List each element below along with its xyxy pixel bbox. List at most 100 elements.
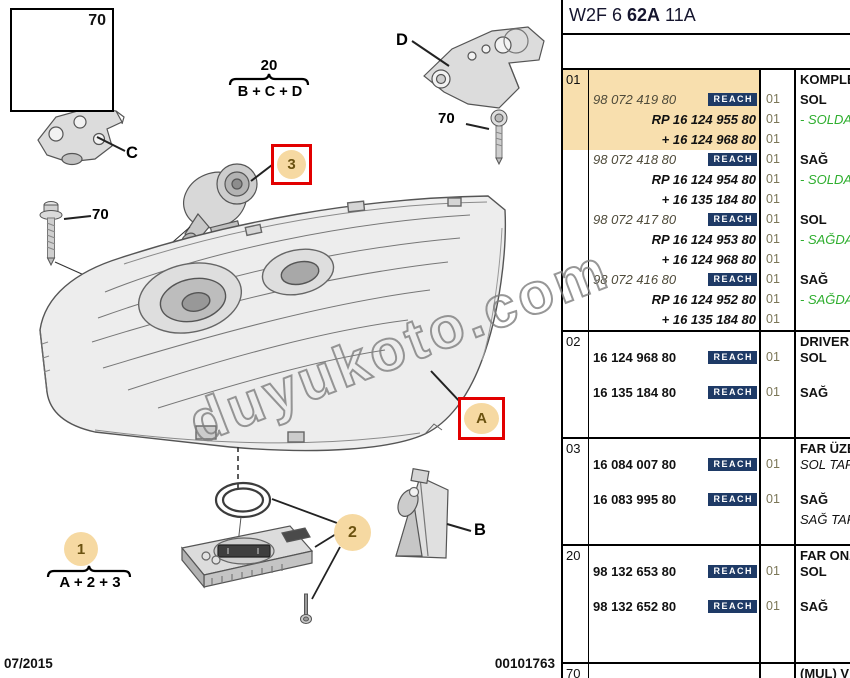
leader-line-a [430, 370, 463, 405]
bracket-c-drawing [37, 106, 125, 166]
part-number-cell: 16 084 007 80 REACH [589, 455, 761, 475]
ecu-screw-drawing [300, 593, 312, 624]
part-number-cell [589, 439, 761, 455]
part-number-cell: 98 072 417 80 REACH [589, 210, 761, 230]
screw-70-left-drawing [39, 201, 63, 267]
quantity-cell [761, 617, 796, 662]
quantity-cell: 01 [761, 90, 796, 110]
marker-3-box[interactable]: 3 [271, 144, 312, 185]
table-line: SAĞ TARA [563, 510, 850, 528]
assembly-20-number: 20 [260, 57, 278, 74]
screw-70-d-drawing [490, 109, 508, 166]
part-number: 98 072 417 80 [593, 212, 677, 227]
description-cell [796, 617, 850, 662]
description-cell: SAĞ [796, 270, 850, 290]
part-number-cell [589, 332, 761, 348]
table-line: + 16 135 184 80 01 [563, 190, 850, 210]
description-cell [796, 403, 850, 437]
row-number-cell [563, 210, 589, 230]
reach-badge[interactable]: REACH [708, 350, 757, 364]
assembly-1-formula: A + 2 + 3 [59, 574, 121, 591]
row-number-cell: 20 [563, 546, 589, 562]
description-text: (MUL) VİDA [800, 666, 850, 678]
part-number-cell [589, 510, 761, 528]
part-number-cell [589, 546, 761, 562]
description-text: SAĞ [800, 492, 829, 507]
description-cell: FAR ONAR [796, 546, 850, 562]
description-text: SOL [800, 212, 827, 227]
quantity-cell: 01 [761, 190, 796, 210]
reach-badge[interactable]: REACH [708, 564, 757, 578]
leader-line-b [446, 523, 472, 532]
quantity-cell: 01 [761, 270, 796, 290]
footer-doc-number: 00101763 [494, 656, 555, 671]
quantity-cell: 01 [761, 130, 796, 150]
screw-70-left-label: 70 [92, 206, 109, 223]
description-cell: SOL [796, 210, 850, 230]
ecu-module-drawing [180, 525, 314, 589]
description-cell: SAĞ TARA [796, 510, 850, 528]
reach-badge[interactable]: REACH [708, 92, 757, 106]
part-number-cell: RP 16 124 952 80 [589, 290, 761, 310]
description-text: - SOLDAN [800, 172, 850, 187]
marker-3-label: 3 [277, 150, 306, 179]
reach-badge[interactable]: REACH [708, 385, 757, 399]
screw-70-box: 70 [10, 8, 114, 112]
description-text: FAR ÜZER [800, 441, 850, 455]
reach-badge[interactable]: REACH [708, 599, 757, 613]
quantity-cell: 01 [761, 230, 796, 250]
quantity-cell: 01 [761, 455, 796, 475]
quantity-cell [761, 70, 796, 90]
description-cell [796, 310, 850, 330]
leader-line-c [96, 136, 126, 152]
part-number-cell: RP 16 124 955 80 [589, 110, 761, 130]
reach-badge[interactable]: REACH [708, 212, 757, 226]
quantity-cell [761, 528, 796, 544]
description-cell [796, 130, 850, 150]
table-line: 01KOMPLE F [563, 70, 850, 90]
quantity-cell [761, 510, 796, 528]
marker-1-circle[interactable]: 1 [64, 532, 98, 566]
table-line [563, 475, 850, 490]
quantity-cell: 01 [761, 250, 796, 270]
description-cell: SOL [796, 562, 850, 582]
marker-a-box[interactable]: A [458, 397, 505, 440]
row-number-cell [563, 455, 589, 475]
reach-badge[interactable]: REACH [708, 152, 757, 166]
reach-badge[interactable]: REACH [708, 492, 757, 506]
row-number-cell [563, 150, 589, 170]
reach-badge[interactable]: REACH [708, 457, 757, 471]
description-cell: SAĞ [796, 597, 850, 617]
part-number-cell: RP 16 124 954 80 [589, 170, 761, 190]
reach-badge[interactable]: REACH [708, 272, 757, 286]
quantity-cell [761, 439, 796, 455]
description-cell: SOL TARA [796, 455, 850, 475]
description-cell: - SAĞDAN [796, 230, 850, 250]
footer-date: 07/2015 [4, 656, 53, 671]
row-number-cell [563, 90, 589, 110]
description-text: SAĞ [800, 385, 829, 400]
description-cell: (MUL) VİDA [796, 664, 850, 678]
part-number: RP 16 124 952 80 [651, 292, 756, 307]
part-number: + 16 135 184 80 [661, 192, 756, 207]
quantity-cell: 01 [761, 562, 796, 582]
row-number-cell [563, 528, 589, 544]
marker-2-circle[interactable]: 2 [334, 514, 371, 551]
part-number: 16 084 007 80 [593, 457, 677, 472]
row-number-cell [563, 582, 589, 597]
description-cell [796, 250, 850, 270]
bracket-b-drawing [395, 468, 449, 559]
quantity-cell: 01 [761, 383, 796, 403]
